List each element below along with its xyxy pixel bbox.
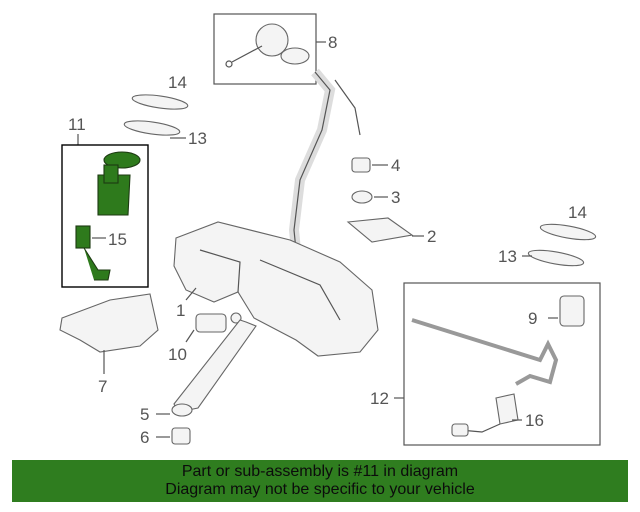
callout-9: 9 [528,309,537,328]
part-8-fuel-cap[interactable] [213,13,317,85]
part-12-wiring-harness[interactable] [411,318,559,386]
banner-line-1: Part or sub-assembly is #11 in diagram [181,463,459,480]
callout-10: 10 [168,345,187,364]
callout-14-left: 14 [168,73,187,92]
part-10-vent-valve[interactable] [195,312,242,333]
part-13-gasket-right[interactable] [527,247,585,269]
callout-2: 2 [427,227,436,246]
part-4-bushing[interactable] [351,157,371,173]
part-2-pad[interactable] [346,217,414,243]
parts-diagram: 8 14 13 11 15 4 3 2 [59,13,601,447]
callout-8: 8 [328,33,337,52]
callout-13-right: 13 [498,247,517,266]
callout-4: 4 [391,156,400,175]
callout-7: 7 [98,377,107,396]
part-14-seal-ring-right[interactable] [539,221,597,243]
part-5-bolt[interactable] [171,403,193,417]
callout-3: 3 [391,188,400,207]
banner-line-2: Diagram may not be specific to your vehi… [165,481,475,498]
callout-12[interactable]: 12 [370,389,389,408]
part-3-grommet[interactable] [351,190,373,204]
part-7-heat-shield[interactable] [59,293,159,353]
callout-14-right: 14 [568,203,587,222]
callout-16: 16 [525,411,544,430]
part-11-fuel-pump-module[interactable] [97,151,141,216]
part-6-nut[interactable] [171,427,191,445]
tank-strap[interactable] [173,319,257,413]
callout-1: 1 [176,301,185,320]
filler-neck[interactable] [288,68,361,251]
part-16-sensor[interactable] [451,393,519,437]
info-banner: Part or sub-assembly is #11 in diagram D… [12,460,628,502]
callout-6: 6 [140,428,149,447]
part-15-level-sender[interactable] [75,225,111,281]
part-9-connector[interactable] [559,295,585,327]
callout-13-left: 13 [188,129,207,148]
callout-11: 11 [68,115,86,134]
part-14-seal-ring-left[interactable] [131,92,189,112]
part-13-gasket-left[interactable] [123,118,181,138]
callout-5: 5 [140,405,149,424]
callout-15: 15 [108,230,127,249]
part-1-fuel-tank[interactable] [173,221,379,357]
